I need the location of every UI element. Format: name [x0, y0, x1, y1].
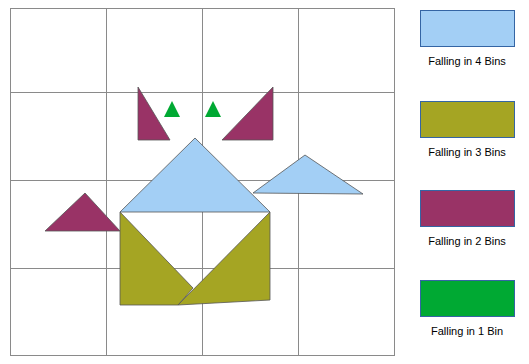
grid-line — [11, 92, 395, 93]
legend-swatch — [420, 101, 515, 138]
grid-border — [11, 9, 395, 356]
two-bin-triangle — [138, 87, 170, 140]
grid-line — [11, 268, 395, 269]
two-bin-triangle — [222, 87, 273, 140]
legend-label: Falling in 2 Bins — [428, 235, 506, 247]
three-bin-shape — [178, 212, 270, 305]
two-bin-triangle — [45, 193, 120, 231]
grid-line — [106, 9, 107, 356]
legend-label: Falling in 4 Bins — [428, 55, 506, 67]
legend-label: Falling in 1 Bin — [431, 325, 503, 337]
legend-swatch — [420, 280, 515, 317]
four-bin-triangle — [253, 155, 363, 194]
one-bin-triangle — [164, 101, 180, 117]
legend-swatch — [420, 10, 515, 47]
four-bin-triangle — [120, 138, 270, 212]
bin-grid — [11, 9, 395, 356]
one-bin-triangle — [205, 101, 221, 117]
legend-swatch — [420, 190, 515, 227]
legend-label: Falling in 3 Bins — [428, 146, 506, 158]
three-bin-shape — [120, 212, 193, 305]
